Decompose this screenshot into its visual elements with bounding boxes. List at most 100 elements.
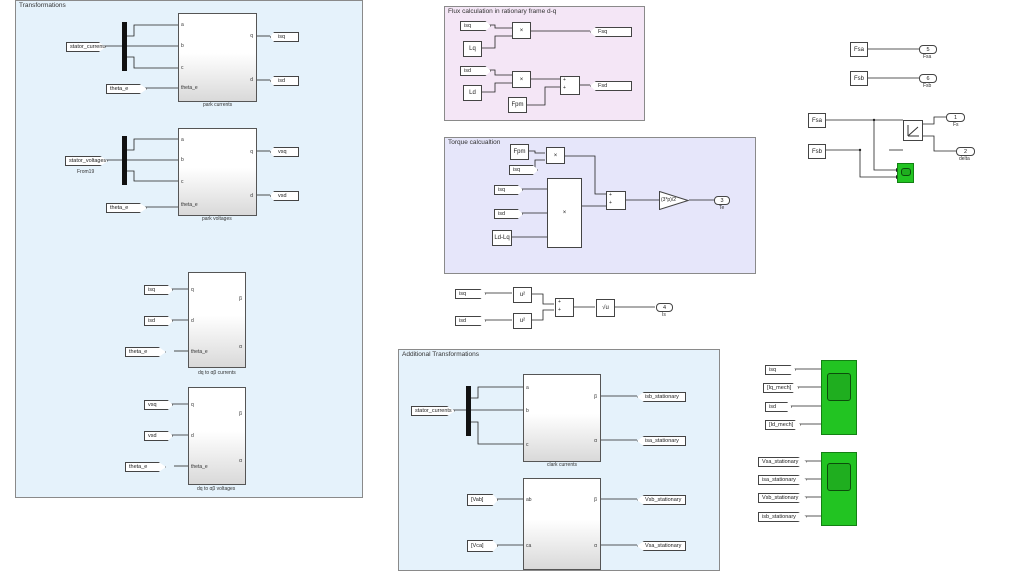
isb-stationary-tag[interactable]: isb_stationary [637,392,686,402]
lq-constant[interactable]: Lq [463,41,482,57]
outport-fs-label: Fs [953,122,959,128]
port-label-beta: β [594,394,597,400]
ld-constant[interactable]: Ld [463,85,482,101]
demux-bar-2[interactable] [122,136,127,185]
scope-screen-icon [827,463,851,491]
port-label-q: q [191,287,194,293]
iq-mech-tag[interactable]: [Iq_mech] [763,383,799,393]
scope-fs[interactable] [897,163,914,183]
scope-stationary[interactable] [821,452,857,526]
demux-bar-3[interactable] [466,386,471,436]
vca-tag[interactable]: [Vca] [467,540,498,552]
sum-plus-1: + [609,192,612,198]
flux-area-title: Flux calculation in rationary frame d-q [448,8,557,15]
vsd-tag-in[interactable]: vsd [144,431,173,441]
square-block-2[interactable]: u² [513,313,532,329]
vsq-tag-out[interactable]: vsq [270,147,299,157]
isd-tag-scope[interactable]: isd [765,402,792,412]
port-label-b: b [181,157,184,163]
theta-e-tag-2[interactable]: theta_e [106,203,147,213]
fsq-tag[interactable]: Fsq [590,27,632,37]
theta-e-tag-4[interactable]: theta_e [125,462,166,472]
port-label-a: a [526,385,529,391]
vsd-tag-out[interactable]: vsd [270,191,299,201]
sum-plus-2: + [563,85,566,91]
isd-tag-flux[interactable]: isd [460,66,491,76]
outport-delta[interactable]: 2 [956,147,975,156]
isq-tag-torque-2[interactable]: isq [494,185,523,195]
isb-stationary-scope-tag[interactable]: isb_stationary [758,512,807,522]
vsa-stationary-tag[interactable]: Vsa_stationary [637,541,686,551]
square-block-1[interactable]: u² [513,287,532,303]
port-label-ca: ca [526,543,532,549]
cartesian-to-polar-block[interactable] [903,120,923,141]
outport-fsb-label: Fsb [923,83,932,89]
sum-block-flux[interactable]: + + [560,76,580,95]
isq-tag-out[interactable]: isq [270,32,299,42]
vsb-stationary-tag[interactable]: Vsb_stationary [637,495,686,505]
stator-currents-tag-2[interactable]: stator_currents [411,406,455,416]
isd-tag-in-1[interactable]: isd [144,316,173,326]
sum-plus-2: + [558,307,561,313]
theta-e-tag-3[interactable]: theta_e [125,347,166,357]
isa-stationary-tag[interactable]: isa_stationary [637,436,686,446]
vsb-stationary-scope-tag[interactable]: Vsb_stationary [758,493,807,503]
voltage-clark-block[interactable]: ab ca β α [523,478,601,570]
port-label-beta: β [594,497,597,503]
isd-tag-torque[interactable]: isd [494,209,523,219]
sum-block-is[interactable]: + + [555,298,574,317]
multiply-block-1[interactable]: × [512,22,531,39]
multiply-block-2[interactable]: × [512,71,531,88]
vab-tag[interactable]: [Vab] [467,494,498,506]
port-label-c: c [181,179,184,185]
vsq-tag-in[interactable]: vsq [144,400,173,410]
sum-plus-2: + [609,200,612,206]
port-label-beta: β [239,411,242,417]
ld-lq-constant[interactable]: Ld-Lq [492,230,512,246]
demux-bar-1[interactable] [122,22,127,71]
isd-tag-out[interactable]: isd [270,76,299,86]
fsa-constant-2[interactable]: Fsa [808,113,826,128]
torque-area[interactable]: Torque calcualtion [444,137,756,274]
additional-area-title: Additional Transformations [402,351,479,358]
fsb-constant-1[interactable]: Fsb [850,71,868,86]
isq-tag-in-1[interactable]: isq [144,285,173,295]
isa-stationary-scope-tag[interactable]: isa_stationary [758,475,807,485]
fsa-constant-1[interactable]: Fsa [850,42,868,57]
sqrt-block[interactable]: √u [596,299,615,317]
outport-is[interactable]: 4 [656,303,673,312]
outport-fsa-label: Fsa [923,54,932,60]
fsb-constant-2[interactable]: Fsb [808,144,826,159]
outport-fs[interactable]: 1 [946,113,965,122]
clark-currents-block[interactable]: a b c β α [523,374,601,462]
fpm-constant-torque[interactable]: Fpm [510,144,529,160]
multiply-block-3[interactable]: × [546,147,565,164]
id-mech-tag[interactable]: [Id_mech] [765,420,801,430]
port-label-theta: theta_e [191,464,208,470]
port-label-d: d [191,433,194,439]
outport-fsa[interactable]: 5 [919,45,937,54]
stator-voltages-tag[interactable]: stator_voltages [65,156,108,166]
outport-fsb[interactable]: 6 [919,74,937,83]
fpm-constant-flux[interactable]: Fpm [508,97,527,113]
park-voltages-block[interactable]: a b c theta_e q d [178,128,257,216]
isq-tag-flux[interactable]: isq [460,21,491,31]
product-block-torque[interactable]: × [547,178,582,248]
gain-block[interactable]: (3*p)/2 [659,190,690,211]
dq-to-ab-currents-block[interactable]: q d theta_e β α [188,272,246,368]
theta-e-tag-1[interactable]: theta_e [106,84,147,94]
scope-currents[interactable] [821,360,857,435]
stator-currents-tag[interactable]: stator_currents [66,42,106,52]
isd-tag-is[interactable]: isd [455,316,486,326]
outport-te[interactable]: 3 [714,196,730,205]
sum-block-torque[interactable]: + + [606,191,626,210]
park-currents-block[interactable]: a b c theta_e q d [178,13,257,102]
isq-tag-scope[interactable]: isq [765,365,796,375]
fsd-tag[interactable]: Fsd [590,81,632,91]
isq-tag-torque-1[interactable]: isq [509,165,538,175]
outport-te-label: Te [719,205,725,211]
vsa-stationary-scope-tag[interactable]: Vsa_stationary [758,457,807,467]
scope-screen-icon [901,168,911,176]
isq-tag-is[interactable]: isq [455,289,486,299]
dq-to-ab-voltages-block[interactable]: q d theta_e β α [188,387,246,485]
